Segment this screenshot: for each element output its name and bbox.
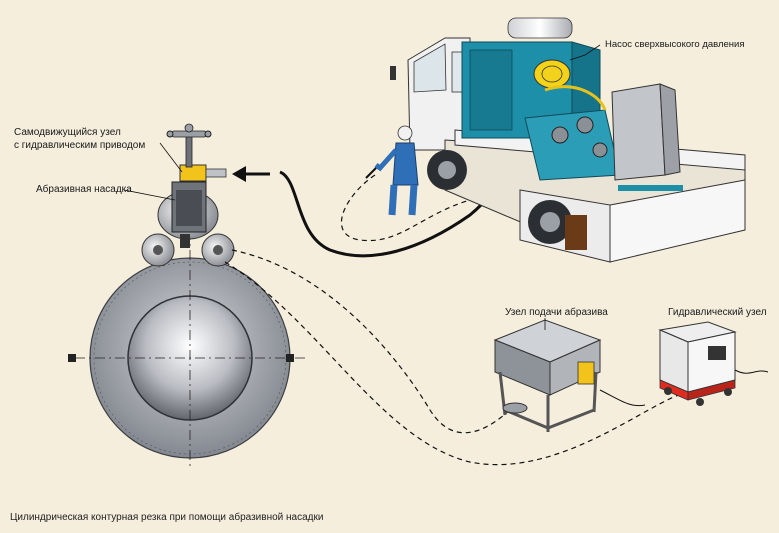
cutting-head [141,123,235,267]
nozzle-leader [123,189,176,201]
abrasive-feed-unit [493,319,646,432]
label-hydraulic-unit: Гидравлический узел [668,307,767,318]
pump-label-leader [569,44,601,61]
label-self-propelled-line1: Самодвижущийся узел [14,127,121,138]
operator [365,125,419,216]
pipe-marker-left [68,354,76,362]
label-abrasive-nozzle: Абразивная насадка [36,184,132,195]
figure-caption: Цилиндрическая контурная резка при помощ… [10,512,324,523]
label-hp-pump: Насос сверхвысокого давления [605,39,745,50]
hydraulic-unit [658,321,769,406]
abrasive-feed-line [231,249,516,434]
feed-arrow [232,166,270,182]
pipe [68,230,305,470]
label-abrasive-feed-unit: Узел подачи абразива [505,307,608,318]
pipe-marker-right [286,354,294,362]
label-self-propelled-line2: с гидравлическим приводом [14,140,146,151]
high-pressure-pump [461,17,683,191]
operator-hose [340,174,471,242]
label-self-propelled-unit: Самодвижущийся узел с гидравлическим при… [14,126,145,152]
hydraulic-line [224,261,689,466]
self-propelled-leader [159,142,183,173]
